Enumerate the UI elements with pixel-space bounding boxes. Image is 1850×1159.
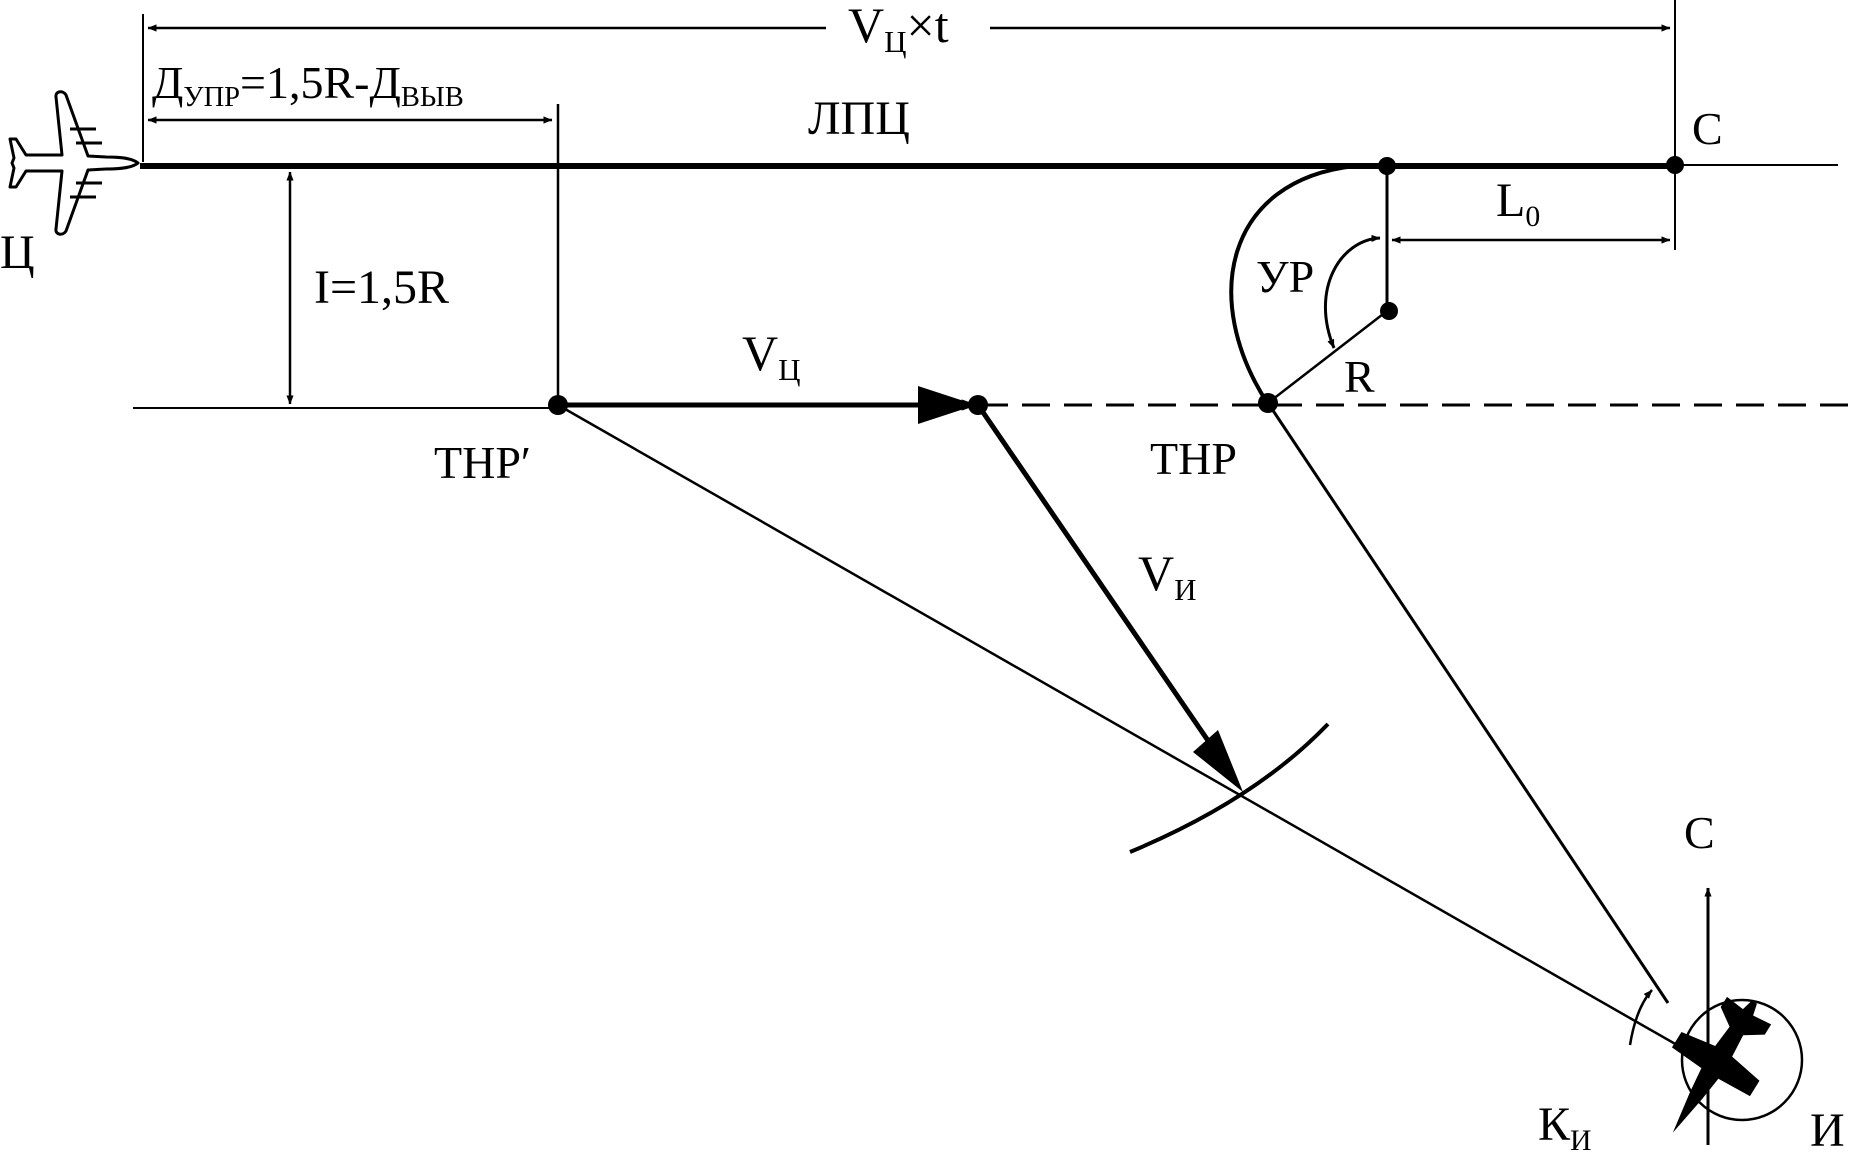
transport-airplane-icon [8,90,140,236]
interceptor-label: И [1810,1104,1845,1157]
point-turn-center [1380,302,1398,320]
interceptor-speed-vector [975,403,1238,782]
fighter-jet-icon [1671,996,1772,1133]
lateral-interval-label: I=1,5R [314,261,449,314]
north-label: С [1684,807,1715,858]
point-turn-start [1258,393,1278,413]
intercept-arc [1129,722,1330,854]
sight-line [1266,402,1670,1004]
turn-angle-arc [1323,234,1381,349]
point-c-label: С [1692,103,1723,154]
turn-radius-label: R [1344,351,1375,402]
point-turn-start-prime [548,395,568,415]
target-label: Ц [0,226,35,279]
point-c [1666,156,1684,174]
target-speed-label: VЦ [742,325,801,387]
turn-start-prime-label: ТНР′ [434,437,531,488]
heading-angle-arc [1628,989,1653,1046]
target-speed-arrowhead [918,386,976,424]
turn-arc [1229,164,1356,406]
sight-line-prime [557,403,1713,1067]
point-vector-sum [968,395,988,415]
target-path-label: ЛПЦ [808,92,910,145]
interceptor-heading-label: КИ [1538,1098,1592,1157]
turn-start-label: ТНР [1150,433,1237,484]
interceptor-speed-arrowhead [1193,730,1243,792]
point-turn-entry [1378,157,1396,175]
lead-distance-label: ДУПР=1,5R-ДВЫВ [152,57,464,113]
offset-label: L0 [1496,174,1540,233]
heading-circle [1680,998,1804,1122]
turn-angle-label: УР [1256,251,1314,302]
interceptor-speed-label: VИ [1138,545,1197,607]
total-distance-label: VЦ×t [848,0,949,59]
